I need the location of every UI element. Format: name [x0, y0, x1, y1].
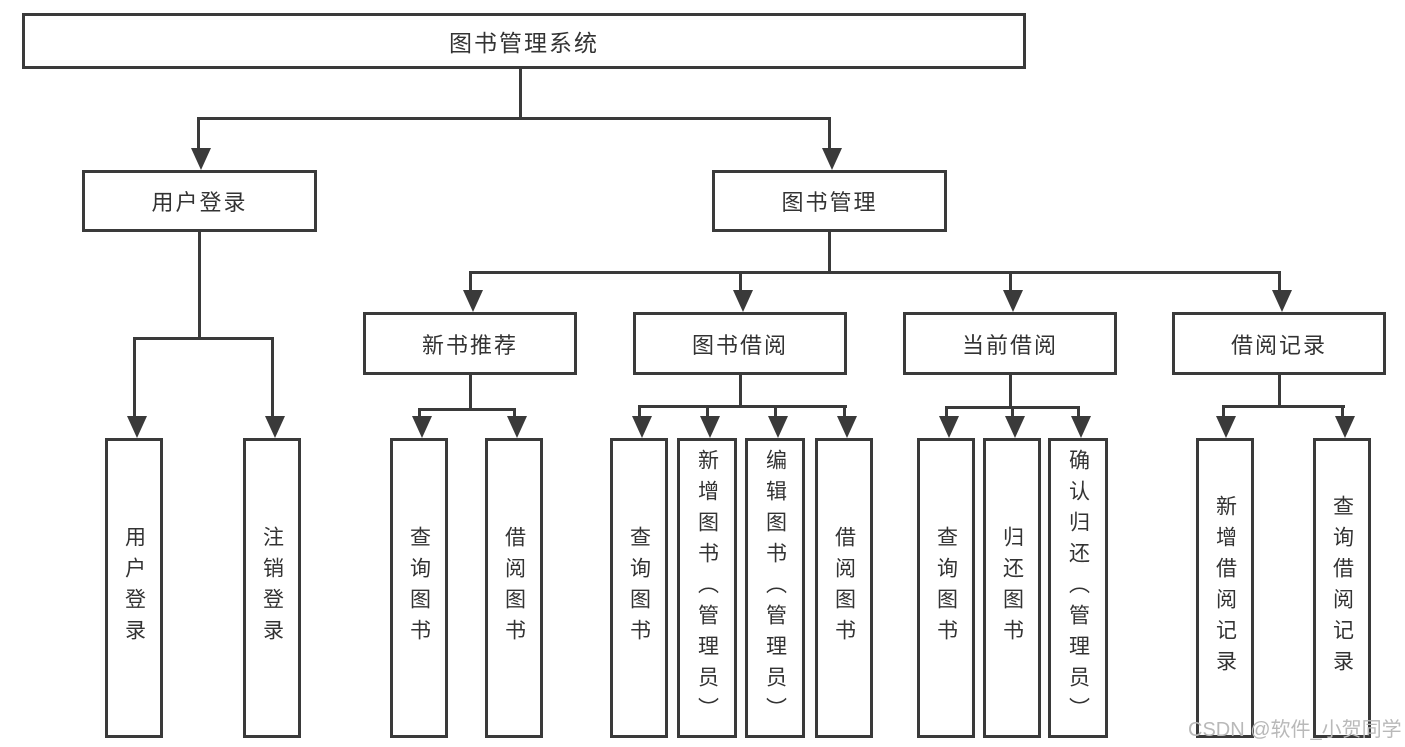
connector-arrow-leaf	[1071, 406, 1091, 438]
leaf-label: 编辑图书（管理员）	[763, 448, 787, 728]
leaf-return-book: 归还图书	[983, 438, 1041, 738]
node-book-borrowing: 图书借阅	[633, 312, 847, 375]
leaf-label: 归还图书	[1000, 526, 1024, 650]
node-label: 当前借阅	[961, 332, 1058, 358]
node-library-management-system: 图书管理系统	[22, 13, 1026, 69]
leaf-label: 新增借阅记录	[1213, 495, 1237, 681]
connector-new-book-branch	[417, 408, 516, 411]
leaf-label: 确认归还（管理员）	[1066, 448, 1090, 728]
leaf-label: 查询图书	[627, 526, 651, 650]
connector-new-book-stem	[468, 375, 472, 411]
connector-borrow-records-branch	[1221, 405, 1345, 408]
leaf-logout: 注销登录	[243, 438, 301, 738]
node-label: 新书推荐	[421, 332, 518, 358]
leaf-add-borrow-record: 新增借阅记录	[1196, 438, 1254, 738]
connector-root-stem	[518, 67, 522, 119]
node-label: 图书借阅	[691, 332, 788, 358]
connector-arrow-book-borrow	[733, 271, 753, 312]
leaf-label: 查询借阅记录	[1330, 495, 1354, 681]
leaf-confirm-return-admin: 确认归还（管理员）	[1048, 438, 1108, 738]
connector-book-mgmt-stem	[827, 232, 831, 274]
leaf-user-login: 用户登录	[105, 438, 163, 738]
connector-arrow-borrow-records	[1272, 271, 1292, 312]
leaf-label: 借阅图书	[502, 526, 526, 650]
connector-arrow-leaf	[939, 406, 959, 438]
node-label: 借阅记录	[1230, 332, 1327, 358]
node-new-book-recommend: 新书推荐	[363, 312, 577, 375]
node-label: 图书管理系统	[449, 30, 599, 56]
connector-arrow-leaf	[1335, 405, 1355, 438]
connector-arrow-leaf	[507, 408, 527, 438]
leaf-borrow-books: 借阅图书	[485, 438, 543, 738]
node-label: 用户登录	[151, 190, 248, 215]
leaf-label: 用户登录	[122, 526, 146, 650]
leaf-label: 借阅图书	[832, 526, 856, 650]
connector-current-borrow-stem	[1008, 375, 1012, 409]
leaf-label: 查询图书	[407, 526, 431, 650]
leaf-edit-book-admin: 编辑图书（管理员）	[745, 438, 805, 738]
leaf-borrow-books: 借阅图书	[815, 438, 873, 738]
node-label: 图书管理	[781, 190, 878, 215]
leaf-query-books: 查询图书	[390, 438, 448, 738]
connector-arrow-current-borrow	[1003, 271, 1023, 312]
connector-arrow-leaf	[412, 408, 432, 438]
connector-level3-branch	[468, 271, 1281, 274]
connector-arrow-leaf	[700, 405, 720, 438]
connector-arrow-leaf	[1216, 405, 1236, 438]
connector-arrow-new-book	[463, 271, 483, 312]
leaf-label: 查询图书	[934, 526, 958, 650]
connector-arrow-leaf	[768, 405, 788, 438]
connector-arrow-leaf-logout	[265, 337, 285, 438]
connector-user-login-branch	[132, 337, 274, 340]
connector-arrow-leaf	[1005, 406, 1025, 438]
leaf-label: 新增图书（管理员）	[695, 448, 719, 728]
node-book-management: 图书管理	[712, 170, 947, 232]
node-current-borrowing: 当前借阅	[903, 312, 1117, 375]
leaf-query-books: 查询图书	[610, 438, 668, 738]
csdn-watermark: CSDN @软件_小贺同学	[1188, 719, 1402, 741]
connector-user-login-stem	[198, 232, 201, 340]
connector-arrow-leaf	[632, 405, 652, 438]
node-borrowing-records: 借阅记录	[1172, 312, 1386, 375]
connector-arrow-leaf	[837, 405, 857, 438]
connector-arrow-user-login	[191, 117, 211, 170]
leaf-add-book-admin: 新增图书（管理员）	[677, 438, 737, 738]
connector-borrow-records-stem	[1277, 375, 1281, 408]
connector-book-borrow-branch	[637, 405, 847, 408]
leaf-query-books: 查询图书	[917, 438, 975, 738]
connector-arrow-leaf-login	[127, 337, 147, 438]
connector-level2-branch	[196, 117, 831, 120]
leaf-label: 注销登录	[260, 526, 284, 650]
node-user-login: 用户登录	[82, 170, 317, 232]
connector-arrow-book-mgmt	[822, 117, 842, 170]
connector-book-borrow-stem	[738, 375, 742, 408]
leaf-query-borrow-record: 查询借阅记录	[1313, 438, 1371, 738]
